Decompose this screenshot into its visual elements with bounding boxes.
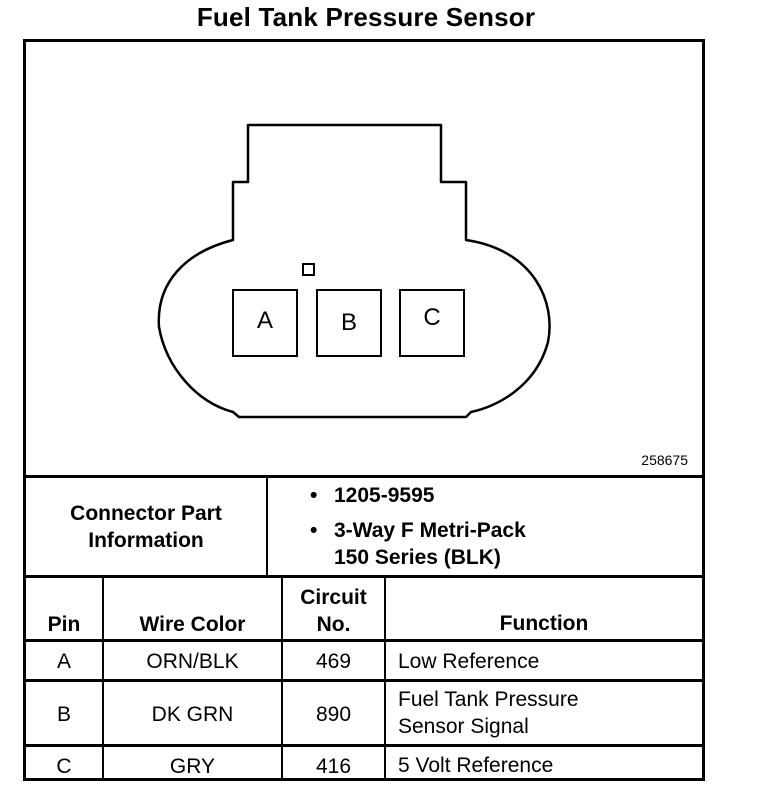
connector-info-frame: A B C 258675 Connector Part Information … xyxy=(23,39,705,781)
connector-housing-outline xyxy=(157,123,551,419)
page-title: Fuel Tank Pressure Sensor xyxy=(196,2,536,32)
divider-col-wire-color xyxy=(281,578,283,778)
table-header-circuit-line2: No. xyxy=(316,613,351,636)
part-description-bullet: • xyxy=(310,519,318,542)
table-row-a-wire-color: ORN/BLK xyxy=(146,650,239,673)
part-number: 1205-9595 xyxy=(334,484,435,507)
connector-outline-svg xyxy=(157,123,551,419)
table-row-b-wire-color: DK GRN xyxy=(151,703,234,726)
divider-col-circuit xyxy=(384,578,386,778)
table-row-a-circuit: 469 xyxy=(315,650,352,673)
pin-a-indicator-square xyxy=(302,263,315,276)
divider-part-info-vertical xyxy=(266,478,268,575)
divider-part-info-bottom xyxy=(26,575,702,578)
part-description-line1: 3-Way F Metri-Pack xyxy=(334,519,526,542)
table-header-wire-color: Wire Color xyxy=(139,613,246,636)
table-row-b-function-line2: Sensor Signal xyxy=(398,715,529,738)
table-row-a-pin: A xyxy=(56,650,71,673)
connector-pin-label-b: B xyxy=(340,309,357,336)
connector-diagram: A B C 258675 xyxy=(26,42,702,478)
part-info-label-line2: Information xyxy=(88,529,204,552)
part-info-label-line1: Connector Part xyxy=(70,502,222,525)
connector-pin-a-cavity xyxy=(232,289,298,357)
divider-diagram-bottom xyxy=(26,475,702,478)
table-header-circuit-line1: Circuit xyxy=(300,586,367,609)
connector-pin-label-c: C xyxy=(423,304,441,331)
connector-pin-label-a: A xyxy=(256,307,273,334)
divider-header-bottom xyxy=(26,639,702,642)
table-header-pin: Pin xyxy=(47,613,81,636)
connector-pin-b-cavity xyxy=(316,289,382,357)
divider-row-a-bottom xyxy=(26,679,702,682)
part-description-line2: 150 Series (BLK) xyxy=(334,546,501,569)
table-row-c-wire-color: GRY xyxy=(169,755,216,778)
table-row-c-pin: C xyxy=(56,755,72,778)
table-row-b-function-line1: Fuel Tank Pressure xyxy=(398,688,579,711)
drawing-number: 258675 xyxy=(641,452,688,468)
part-number-bullet: • xyxy=(310,484,318,507)
table-header-function: Function xyxy=(499,612,589,635)
table-row-c-circuit: 416 xyxy=(315,755,352,778)
divider-row-b-bottom xyxy=(26,744,702,747)
table-row-c-function: 5 Volt Reference xyxy=(398,754,554,777)
table-row-b-circuit: 890 xyxy=(315,703,352,726)
divider-col-pin xyxy=(102,578,104,778)
connector-pin-c-cavity xyxy=(399,289,465,357)
table-row-b-pin: B xyxy=(56,703,71,726)
table-row-a-function: Low Reference xyxy=(398,650,540,673)
